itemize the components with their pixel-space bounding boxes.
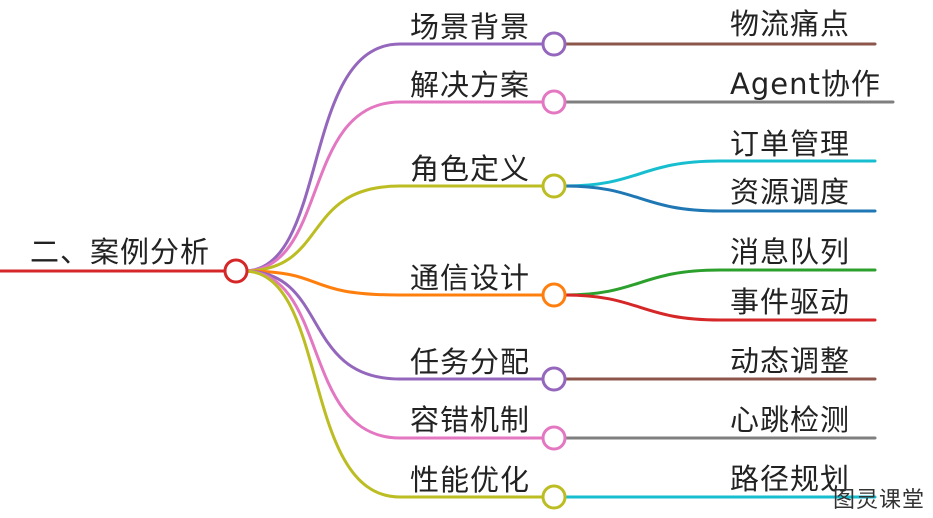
leaf-label-path-planning: 路径规划 xyxy=(730,462,851,496)
watermark: 图灵课堂 xyxy=(832,488,925,513)
branch-connector-6 xyxy=(242,269,545,440)
leaf-connector-4-1 xyxy=(563,268,877,297)
leaf-label-agent-collaboration: Agent协作 xyxy=(730,67,881,101)
branch-label-role-definition: 角色定义 xyxy=(410,152,531,186)
branch-node-4 xyxy=(541,282,567,308)
branch-node-1 xyxy=(541,31,567,57)
branch-node-5 xyxy=(541,366,567,392)
root-label: 二、案例分析 xyxy=(30,235,211,269)
branch-label-task-assignment: 任务分配 xyxy=(410,345,531,379)
branch-label-performance: 性能优化 xyxy=(410,463,531,497)
branch-label-communication-design: 通信设计 xyxy=(410,261,531,295)
branch-connector-3 xyxy=(242,184,545,273)
leaf-connector-4-2 xyxy=(563,293,877,322)
branch-node-3 xyxy=(541,173,567,199)
leaf-connector-3-1 xyxy=(563,159,877,188)
branch-connector-1 xyxy=(242,42,545,273)
branch-node-2 xyxy=(541,89,567,115)
branch-label-fault-tolerance: 容错机制 xyxy=(410,403,531,437)
leaf-label-heartbeat-detection: 心跳检测 xyxy=(730,403,851,437)
branch-label-solution: 解决方案 xyxy=(410,68,531,102)
branch-node-6 xyxy=(541,425,567,451)
branch-label-scene-background: 场景背景 xyxy=(410,10,531,44)
branch-connector-2 xyxy=(242,100,545,273)
leaf-connector-3-2 xyxy=(563,184,877,213)
leaf-label-order-management: 订单管理 xyxy=(730,127,851,161)
branch-connector-7 xyxy=(242,269,545,499)
branch-node-7 xyxy=(541,484,567,510)
branch-connector-5 xyxy=(242,269,545,381)
leaf-label-dynamic-adjustment: 动态调整 xyxy=(730,344,851,378)
branch-connector-4 xyxy=(242,269,545,297)
leaf-label-event-driven: 事件驱动 xyxy=(730,285,851,319)
root-node xyxy=(223,258,249,284)
leaf-label-logistics-pain: 物流痛点 xyxy=(730,7,851,41)
leaf-label-resource-scheduling: 资源调度 xyxy=(730,175,851,209)
leaf-label-message-queue: 消息队列 xyxy=(730,235,851,269)
